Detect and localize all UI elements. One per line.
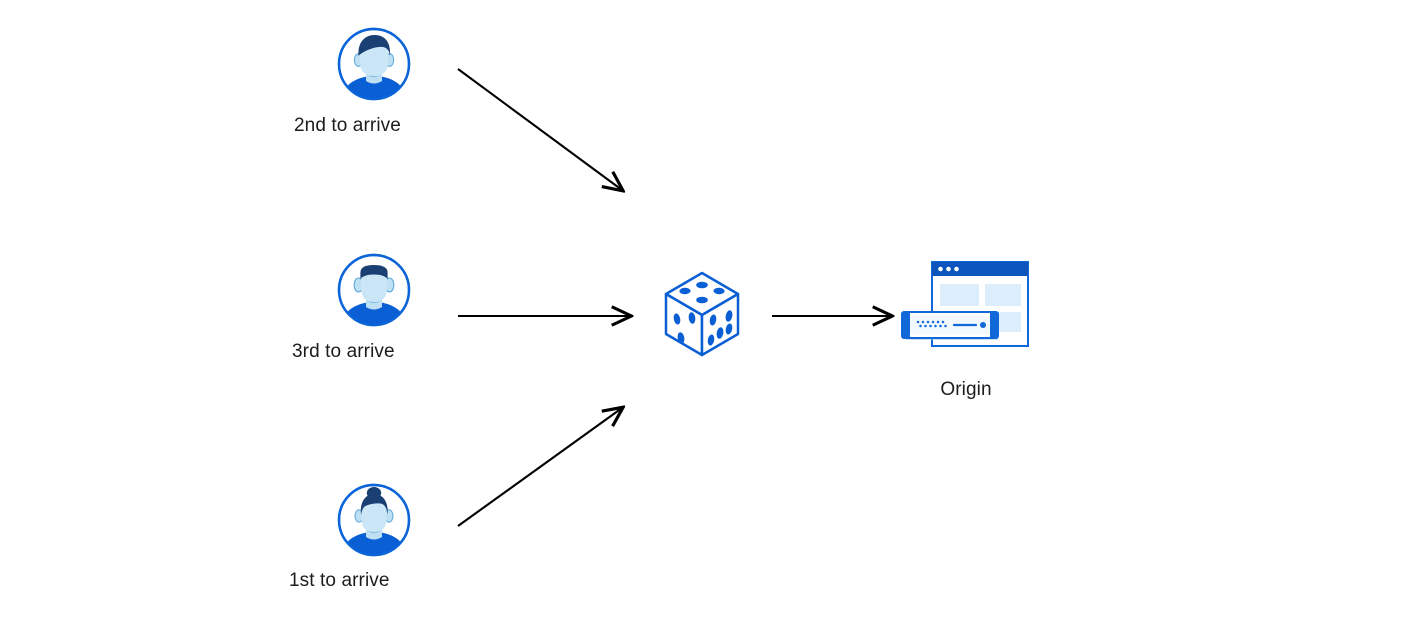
edge-2nd-to-dice	[457, 68, 622, 190]
label-3rd-to-arrive: 3rd to arrive	[292, 341, 395, 362]
label-origin: Origin	[940, 379, 992, 400]
avatar-1st-to-arrive	[336, 482, 412, 558]
avatar-2nd-to-arrive	[336, 26, 412, 102]
user-avatar-male-short-hair-icon	[337, 27, 411, 101]
label-2nd-to-arrive: 2nd to arrive	[294, 115, 401, 136]
dice-cube-icon	[664, 271, 740, 357]
label-1st-to-arrive: 1st to arrive	[289, 570, 390, 591]
origin-node	[896, 256, 1036, 356]
edge-1st-to-dice	[457, 408, 622, 527]
randomizer-node	[659, 268, 745, 360]
avatar-3rd-to-arrive	[336, 252, 412, 328]
origin-server-browser-icon	[901, 261, 1029, 347]
user-avatar-female-bun-icon	[337, 483, 411, 557]
user-avatar-male-flat-top-icon	[337, 253, 411, 327]
